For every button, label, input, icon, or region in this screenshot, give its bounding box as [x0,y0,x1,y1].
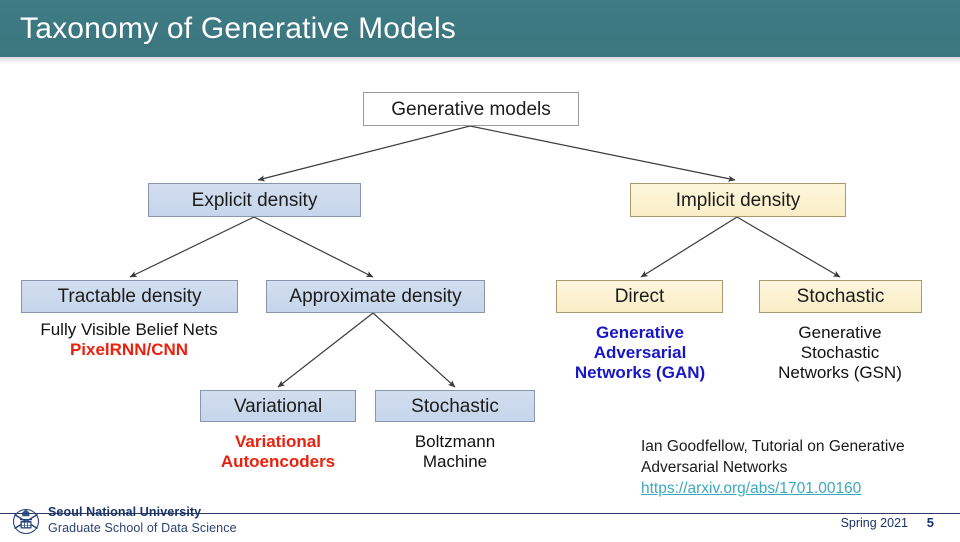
footer-university-name: Seoul National University [48,505,202,519]
edge-root-to-implicit [469,125,736,182]
footer-divider [0,513,960,514]
node-direct-label: Direct [614,286,665,307]
caption-direct-line3: Networks (GAN) [574,363,706,383]
footer-page-number: 5 [926,515,934,530]
caption-direct-line1: Generative [596,323,684,342]
reference-link[interactable]: https://arxiv.org/abs/1701.00160 [641,479,862,497]
edge-approximate-to-variational [277,312,374,388]
slide-title-bar: Taxonomy of Generative Models [0,0,960,57]
node-direct[interactable]: Direct [556,280,723,313]
node-variational-label: Variational [233,395,323,417]
caption-tractable-line2: PixelRNN/CNN [69,340,189,360]
caption-variational-line1: Variational [235,432,321,451]
caption-tractable-line1: Fully Visible Belief Nets [40,320,218,339]
node-explicit-density-label: Explicit density [191,189,318,211]
caption-tractable-density: Fully Visible Belief Nets PixelRNN/CNN [0,320,258,360]
caption-stochastic1-line3: Networks (GSN) [778,363,902,383]
footer-school-name: Graduate School of Data Science [48,521,237,535]
node-generative-models[interactable]: Generative models [363,92,579,126]
caption-stochastic1-line2: Stochastic [800,343,880,363]
node-stochastic-implicit[interactable]: Stochastic [759,280,922,313]
node-variational[interactable]: Variational [200,390,356,422]
footer-term: Spring 2021 [840,516,908,530]
node-approximate-density[interactable]: Approximate density [266,280,485,313]
title-bar-shadow [0,57,960,64]
snu-logo-icon [12,508,40,535]
slide-title: Taxonomy of Generative Models [20,11,457,45]
node-approximate-density-label: Approximate density [289,286,462,307]
edge-explicit-to-approximate [253,216,374,278]
edge-implicit-to-stochastic-yellow [736,216,841,278]
reference-line1: Ian Goodfellow, Tutorial on Generative [641,438,905,455]
caption-stochastic1-line1: Generative [798,323,882,342]
node-tractable-density[interactable]: Tractable density [21,280,238,313]
caption-variational-line2: Autoencoders [220,452,336,472]
node-stochastic-approximate-label: Stochastic [411,395,499,417]
caption-direct-gan: Generative Adversarial Networks (GAN) [550,323,730,383]
node-implicit-density[interactable]: Implicit density [630,183,846,217]
node-tractable-density-label: Tractable density [57,286,202,307]
node-implicit-density-label: Implicit density [675,189,801,211]
edge-implicit-to-direct [640,216,738,278]
node-stochastic-approximate[interactable]: Stochastic [375,390,535,422]
caption-stochastic-gsn: Generative Stochastic Networks (GSN) [750,323,930,383]
caption-stochastic2-line1: Boltzmann [414,432,496,451]
node-generative-models-label: Generative models [391,98,551,120]
caption-variational-autoencoders: Variational Autoencoders [198,432,358,472]
reference-block: Ian Goodfellow, Tutorial on Generative A… [641,437,941,500]
caption-direct-line2: Adversarial [593,343,687,363]
node-explicit-density[interactable]: Explicit density [148,183,361,217]
caption-boltzmann-machine: Boltzmann Machine [375,432,535,472]
caption-stochastic2-line2: Machine [422,452,488,472]
edge-root-to-explicit [257,125,471,182]
reference-line2: Adversarial Networks [641,458,788,476]
edge-approximate-to-stochastic-blue [372,312,456,388]
edge-explicit-to-tractable [129,216,255,278]
node-stochastic-implicit-label: Stochastic [796,286,885,307]
